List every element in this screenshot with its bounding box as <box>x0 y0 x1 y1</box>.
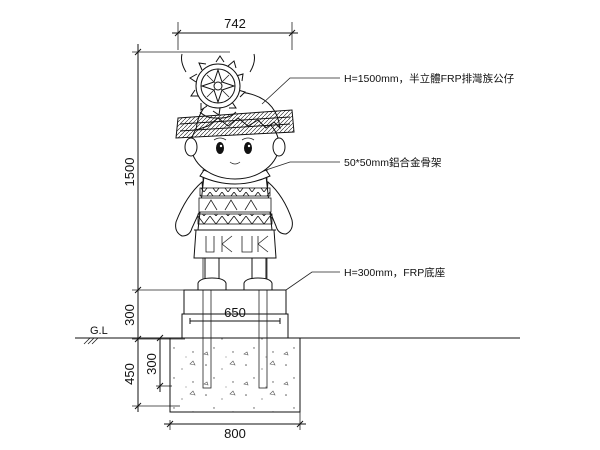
dimension-label-footing-width: 800 <box>224 426 246 441</box>
figure-arms <box>175 180 293 237</box>
sun-ornament <box>181 53 255 119</box>
dimension-label-footing-inner: 300 <box>144 353 159 375</box>
note-figure: H=1500mm，半立體FRP排灣族公仔 <box>344 72 515 85</box>
note-base: H=300mm，FRP底座 <box>344 266 445 279</box>
dimension-label-base-width: 650 <box>224 305 246 320</box>
dimension-label-top-width: 742 <box>224 16 246 31</box>
dimension-footing-chain: 450 300 <box>122 334 172 412</box>
figure-body <box>193 175 277 259</box>
note-frame: 50*50mm鋁合金骨架 <box>344 156 442 169</box>
dimension-top-width: 742 <box>172 16 298 50</box>
dimension-left-chain: 1500 300 <box>122 44 230 344</box>
figure-legs <box>197 254 273 291</box>
concrete-footing: 800 <box>164 337 306 441</box>
dimension-label-footing-depth: 450 <box>122 363 137 385</box>
figure-headband <box>175 109 295 139</box>
dimension-label-base-height: 300 <box>122 304 137 326</box>
frp-base: 650 <box>181 289 289 339</box>
leader-notes: H=1500mm，半立體FRP排灣族公仔 50*50mm鋁合金骨架 H=300m… <box>261 72 515 291</box>
dimension-label-figure-height: 1500 <box>122 158 137 187</box>
ground-line-label: G.L <box>90 325 108 337</box>
